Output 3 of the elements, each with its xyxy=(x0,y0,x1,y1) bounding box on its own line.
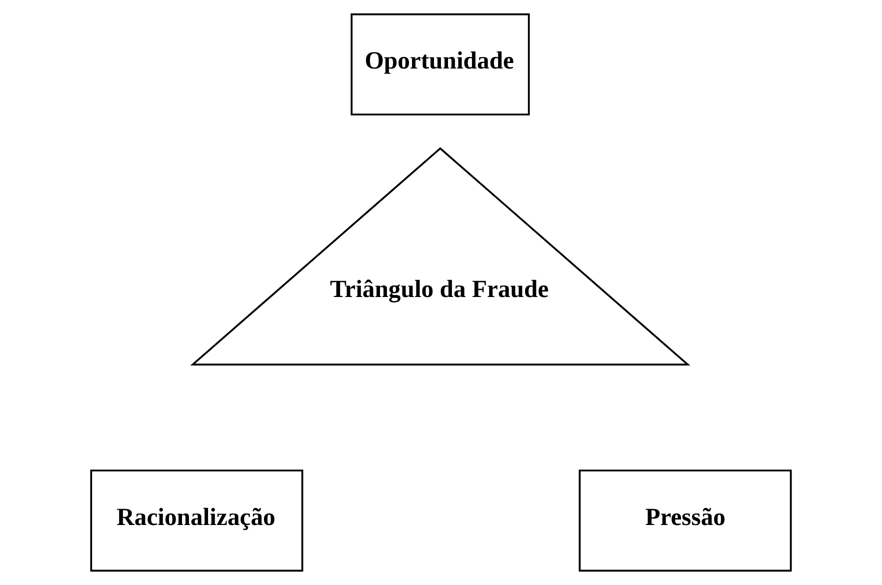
node-box: Pressão xyxy=(578,470,792,572)
node-box: Racionalização xyxy=(90,470,304,572)
node-box: Oportunidade xyxy=(350,13,530,116)
